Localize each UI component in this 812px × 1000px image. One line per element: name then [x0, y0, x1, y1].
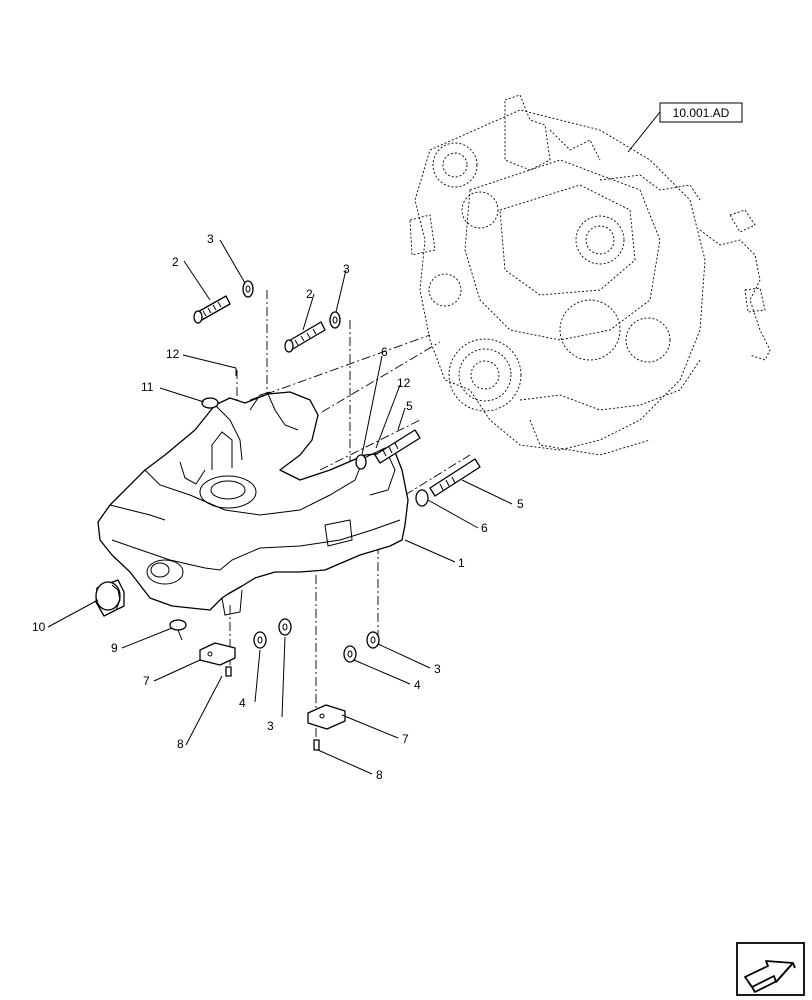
callout-4-lower-right: 4 [414, 678, 421, 692]
callout-2-middle: 2 [306, 287, 313, 301]
callout-8-left: 8 [177, 737, 184, 751]
engine-assembly [409, 94, 771, 456]
plug [201, 397, 219, 409]
callout-3-upper-middle: 3 [343, 262, 350, 276]
callout-8-right: 8 [376, 768, 383, 782]
front-support-bolster [97, 391, 409, 616]
callout-12-right: 12 [397, 376, 411, 390]
nut-lower-middle [253, 631, 267, 649]
bolt-upper-left [193, 295, 231, 324]
washer-upper-left [242, 280, 254, 298]
callout-7-left: 7 [143, 674, 150, 688]
bolt-lower-middle [313, 739, 320, 751]
bracket-lower-middle [307, 704, 346, 730]
callout-5-upper: 5 [406, 399, 413, 413]
callout-12-left: 12 [166, 347, 180, 361]
callout-4-lower-middle: 4 [239, 696, 246, 710]
callouts: 1 2 2 3 3 3 3 4 4 5 5 6 6 7 7 8 8 9 10 1… [32, 232, 524, 782]
next-page-arrow-icon[interactable] [736, 942, 805, 996]
reference-box[interactable]: 10.001.AD [659, 102, 743, 123]
callout-2-left: 2 [172, 255, 179, 269]
callout-3-upper-left: 3 [207, 232, 214, 246]
stud-upper-right [374, 429, 421, 464]
callout-9: 9 [111, 641, 118, 655]
leader-lines [47, 111, 661, 775]
washer-right-lower [415, 489, 429, 507]
callout-1: 1 [458, 556, 465, 570]
cap [95, 579, 125, 617]
callout-7-right: 7 [402, 732, 409, 746]
nut-lower-right [343, 645, 357, 663]
callout-3-lower-right: 3 [434, 662, 441, 676]
callout-3-lower-middle: 3 [267, 719, 274, 733]
stud-lower-right [429, 458, 481, 497]
bolt-upper-middle [284, 321, 326, 353]
washer-upper-middle [329, 311, 341, 329]
bolt-lower-left [225, 666, 232, 677]
callout-6-lower: 6 [481, 521, 488, 535]
grease-fitting [169, 619, 187, 641]
callout-6-upper: 6 [381, 345, 388, 359]
callout-5-lower: 5 [517, 497, 524, 511]
washer-right-upper [355, 454, 367, 470]
reference-label: 10.001.AD [673, 106, 730, 120]
washer-lower-right [366, 631, 380, 649]
washer-lower-middle [278, 618, 292, 636]
callout-11: 11 [141, 380, 154, 394]
callout-10: 10 [32, 620, 46, 634]
